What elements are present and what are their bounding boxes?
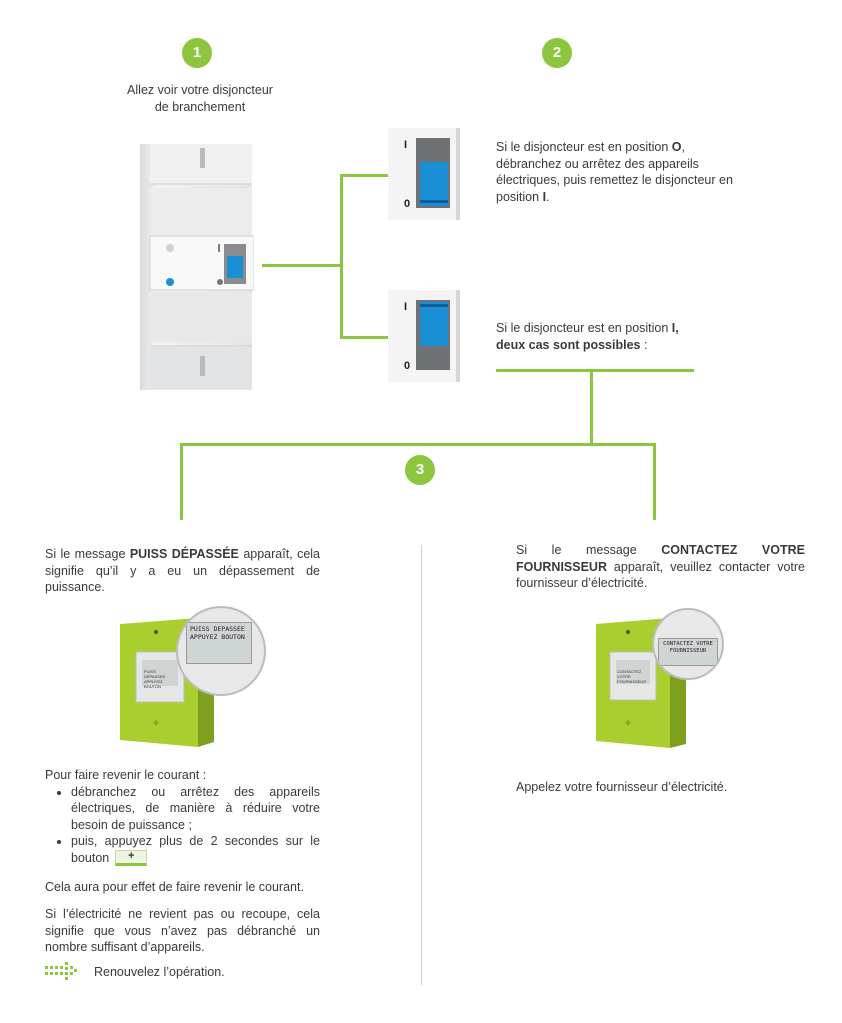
connector-line xyxy=(340,336,388,339)
case-o-part2: , débranchez ou arrêtez des appareils él… xyxy=(496,140,733,204)
switch-lever-edge xyxy=(420,200,448,203)
connector-line xyxy=(180,443,656,446)
switch-lever xyxy=(420,302,448,346)
case-i-part2: : xyxy=(640,337,648,352)
connector-line xyxy=(340,174,343,339)
step-1-caption-line2: de branchement xyxy=(154,99,246,114)
step-1-caption: Allez voir votre disjoncteur de branchem… xyxy=(100,82,300,115)
switch-label-off: 0 xyxy=(404,360,411,372)
left-intro: Si le message PUISS DÉPASSÉE apparaît, c… xyxy=(45,546,320,596)
connector-line xyxy=(496,369,694,372)
meter-small-screen: CONTACTEZ VOTRE FOURNISSEUR xyxy=(617,669,649,684)
case-i-part1: Si le disjoncteur est en position xyxy=(496,321,672,335)
case-o-part3: . xyxy=(546,189,550,204)
arrow-icon xyxy=(45,962,77,980)
left-intro-part1: Si le message xyxy=(45,547,130,561)
connector-line xyxy=(340,174,388,177)
meter-illustration-left: ✧ PUISS DEPASSEE APPUYEZ BOUTON PUISS DE… xyxy=(118,602,270,747)
howto-block: Pour faire revenir le courant : débranch… xyxy=(45,767,320,867)
screen-zoom-display: CONTACTEZ VOTRE FOURNISSEUR xyxy=(658,638,718,666)
step-2-badge: 2 xyxy=(542,38,572,68)
switch-label-on: I xyxy=(404,139,408,151)
left-intro-bold: PUISS DÉPASSÉE xyxy=(129,547,239,561)
meter-small-screen-line2: APPUYEZ BOUTON xyxy=(144,679,163,689)
case-o-bold1: O xyxy=(671,140,682,154)
switch-lever xyxy=(420,162,448,206)
left-retry: Renouvelez l’opération. xyxy=(94,965,225,979)
svg-text:✧: ✧ xyxy=(624,719,632,729)
howto-list: débranchez ou arrêtez des appareils élec… xyxy=(45,784,320,867)
column-divider xyxy=(421,545,422,985)
switch-position-o: I 0 xyxy=(388,128,460,220)
right-intro-part1: Si le message xyxy=(516,543,662,557)
connector-line xyxy=(180,443,183,520)
switch-label-off: 0 xyxy=(404,198,411,210)
meter-small-screen-line1: CONTACTEZ VOTRE xyxy=(617,669,642,679)
case-i-bold1: I, xyxy=(671,321,679,335)
meter-small-screen: PUISS DEPASSEE APPUYEZ BOUTON xyxy=(144,669,178,689)
step-1-badge: 1 xyxy=(182,38,212,68)
case-o-text: Si le disjoncteur est en position O, déb… xyxy=(496,139,746,205)
step-3-badge: 3 xyxy=(405,455,435,485)
right-intro: Si le message CONTACTEZ VOTRE FOURNISSEU… xyxy=(516,542,805,592)
switch-lever-edge xyxy=(420,304,448,307)
svg-text:✧: ✧ xyxy=(152,719,160,729)
step-1-caption-line1: Allez voir votre disjoncteur xyxy=(127,83,273,97)
switch-position-i: I 0 xyxy=(388,290,460,382)
left-result: Cela aura pour effet de faire revenir le… xyxy=(45,880,304,894)
connector-line xyxy=(262,264,342,267)
right-intro-bold: CONTACTEZ VOTRE FOURNISSEUR xyxy=(516,543,805,574)
right-intro-part2: apparaît, veuillez contacter votre fourn… xyxy=(516,559,805,591)
screen-zoom-line2: APPUYEZ BOUTON xyxy=(190,633,245,641)
screen-zoom-line1: CONTACTEZ VOTRE xyxy=(663,641,713,647)
screen-zoom-line1: PUISS DEPASSEE xyxy=(190,625,245,633)
screen-zoom-line2: FOURNISSEUR xyxy=(669,648,707,654)
connector-line xyxy=(653,443,656,520)
screen-zoom-display: PUISS DEPASSEE APPUYEZ BOUTON xyxy=(186,622,252,664)
case-o-bold2: I xyxy=(542,189,547,204)
meter-illustration-right: ✧ CONTACTEZ VOTRE FOURNISSEUR CONTACTEZ … xyxy=(594,608,724,748)
meter-small-screen-line1: PUISS DEPASSEE xyxy=(144,669,166,679)
right-action: Appelez votre fournisseur d’électricité. xyxy=(516,780,728,794)
connector-line xyxy=(590,369,593,445)
case-i-bold2: deux cas sont possibles xyxy=(496,337,641,352)
screen-zoom: PUISS DEPASSEE APPUYEZ BOUTON xyxy=(176,606,266,696)
meter-body: ✧ xyxy=(596,618,686,748)
howto-title: Pour faire revenir le courant : xyxy=(45,768,207,782)
case-o-part1: Si le disjoncteur est en position xyxy=(496,140,672,154)
left-fail: Si l’électricité ne revient pas ou recou… xyxy=(45,907,320,954)
case-i-text: Si le disjoncteur est en position I, deu… xyxy=(496,320,746,353)
breaker-illustration xyxy=(140,144,254,390)
meter-small-screen-line2: FOURNISSEUR xyxy=(617,679,647,684)
screen-zoom: CONTACTEZ VOTRE FOURNISSEUR xyxy=(652,608,724,680)
plus-button-icon: + xyxy=(115,850,148,867)
howto-bullet-2-text: puis, appuyez plus de 2 secondes sur le … xyxy=(71,834,320,865)
howto-bullet-1: débranchez ou arrêtez des appareils élec… xyxy=(71,784,320,834)
left-intro-part2: apparaît, cela signifie qu’il y a eu un … xyxy=(45,547,321,594)
switch-label-on: I xyxy=(404,301,408,313)
howto-bullet-2: puis, appuyez plus de 2 secondes sur le … xyxy=(71,833,320,867)
